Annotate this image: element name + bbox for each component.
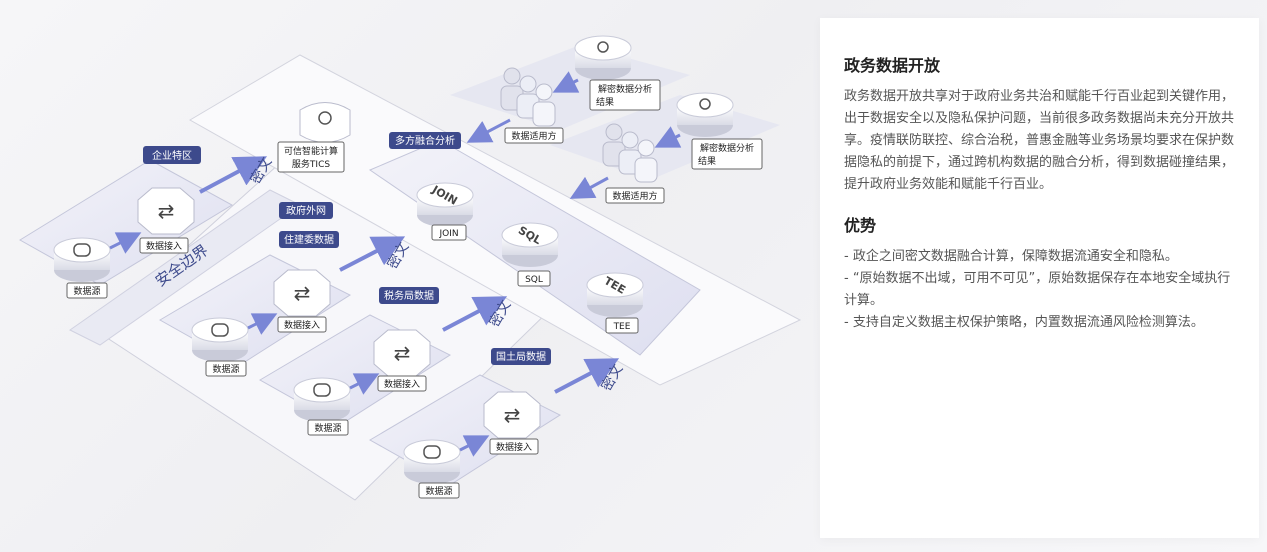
tics-shield-icon bbox=[299, 102, 351, 143]
housing-cipher-arrow bbox=[339, 236, 406, 272]
decrypt-result-tag-1 bbox=[589, 79, 661, 111]
decrypt-result-label-2a: 解密数据分析 bbox=[700, 142, 754, 154]
data-access-label: 数据接入 bbox=[146, 240, 182, 252]
enterprise-zone-label: 企业特区 bbox=[152, 149, 192, 162]
enterprise-zone-badge bbox=[143, 146, 201, 164]
join-tag bbox=[431, 224, 467, 241]
tee-tag bbox=[605, 317, 639, 334]
sql-tag bbox=[517, 270, 551, 287]
tax-flow-arrow bbox=[349, 373, 380, 395]
tics-tag bbox=[277, 141, 345, 173]
advantage-item: - “原始数据不出域，可用不可见”，原始数据保存在本地安全域执行计算。 bbox=[844, 271, 1231, 308]
gov-network-label: 政府外网 bbox=[286, 204, 326, 217]
tax-data-source-tag bbox=[307, 419, 349, 436]
flow-arrow bbox=[109, 232, 142, 254]
ciphertext-arrow bbox=[199, 156, 268, 194]
data-user-tag-2 bbox=[605, 187, 665, 204]
data-user-label-2: 数据适用方 bbox=[612, 190, 657, 202]
sql-node bbox=[501, 222, 559, 267]
decrypt-result-label-1a: 解密数据分析 bbox=[598, 83, 652, 95]
advantages-title: 优势 bbox=[844, 216, 877, 235]
decrypt-result-tag-2 bbox=[691, 138, 763, 170]
info-panel: 政务数据开放 政务数据开放共享对于政府业务共治和赋能千行百业起到关键作用，出于数… bbox=[820, 18, 1259, 538]
tax-data-source-label: 数据源 bbox=[314, 422, 341, 434]
tee-node bbox=[586, 272, 644, 317]
data-user-label: 数据适用方 bbox=[511, 130, 556, 142]
tax-label: 税务局数据 bbox=[384, 289, 434, 302]
housing-badge bbox=[279, 231, 339, 248]
join-label: JOIN bbox=[438, 229, 458, 239]
svg-text:⇄: ⇄ bbox=[394, 341, 411, 365]
housing-access-label: 数据接入 bbox=[284, 319, 320, 331]
multi-party-badge bbox=[389, 132, 461, 149]
multi-party-label: 多方融合分析 bbox=[395, 134, 455, 147]
advantage-item: - 政企之间密文数据融合计算，保障数据流通安全和隐私。 bbox=[844, 249, 1178, 264]
svg-text:⇄: ⇄ bbox=[294, 281, 311, 305]
tax-cipher-arrow bbox=[442, 296, 508, 332]
housing-access-node: ⇄ bbox=[273, 269, 331, 317]
data-source-node bbox=[53, 237, 111, 282]
data-access-tag bbox=[139, 237, 189, 254]
data-source-tag bbox=[66, 282, 108, 299]
data-access-node: ⇄ bbox=[137, 187, 195, 235]
tax-access-node: ⇄ bbox=[373, 329, 431, 377]
tax-badge bbox=[379, 287, 439, 304]
advantages-list: - 政企之间密文数据融合计算，保障数据流通安全和隐私。 - “原始数据不出域，可… bbox=[844, 246, 1237, 334]
housing-label: 住建委数据 bbox=[284, 233, 334, 246]
panel-description: 政务数据开放共享对于政府业务共治和赋能千行百业起到关键作用，出于数据安全以及隐私… bbox=[844, 89, 1235, 192]
svg-text:⇄: ⇄ bbox=[158, 199, 175, 223]
decrypt-result-label-2b: 结果 bbox=[698, 155, 716, 167]
housing-data-source-node bbox=[191, 317, 249, 362]
panel-title: 政务数据开放 bbox=[844, 56, 941, 75]
data-source-label: 数据源 bbox=[73, 285, 100, 297]
housing-flow-arrow bbox=[247, 313, 278, 335]
result-arrow-2 bbox=[654, 126, 682, 148]
architecture-diagram: 企业特区 数据源 ⇄ 数据接入 密文 安全边界 可信智能计算 服务TICS 政府… bbox=[19, 35, 802, 501]
land-access-tag bbox=[489, 438, 539, 455]
tics-label-2: 服务TICS bbox=[292, 158, 330, 170]
user-arrow-1 bbox=[466, 118, 511, 143]
tax-data-source-node bbox=[293, 377, 351, 422]
tax-access-tag bbox=[377, 375, 427, 392]
tee-label: TEE bbox=[613, 322, 631, 332]
decrypt-result-node-2 bbox=[676, 92, 734, 137]
sql-label: SQL bbox=[525, 275, 543, 285]
user-arrow-2 bbox=[569, 176, 609, 199]
land-data-source-label: 数据源 bbox=[425, 485, 452, 497]
tax-access-label: 数据接入 bbox=[384, 378, 420, 390]
svg-text:⇄: ⇄ bbox=[504, 403, 521, 427]
decrypt-result-node-1 bbox=[574, 35, 632, 80]
tics-label-1: 可信智能计算 bbox=[284, 145, 338, 157]
land-cipher-arrow bbox=[554, 358, 620, 394]
decrypt-result-label-1b: 结果 bbox=[596, 96, 614, 108]
land-access-label: 数据接入 bbox=[496, 441, 532, 453]
result-arrow-1 bbox=[552, 71, 580, 93]
data-user-group-icon bbox=[500, 67, 556, 127]
land-badge bbox=[491, 348, 551, 365]
join-node bbox=[416, 182, 474, 227]
housing-data-source-label: 数据源 bbox=[212, 363, 239, 375]
land-data-source-tag bbox=[418, 482, 460, 499]
housing-access-tag bbox=[277, 316, 327, 333]
data-user-group-icon-2 bbox=[602, 123, 658, 183]
land-access-node: ⇄ bbox=[483, 391, 541, 439]
land-label: 国土局数据 bbox=[496, 350, 546, 363]
land-flow-arrow bbox=[459, 435, 490, 457]
land-data-source-node bbox=[403, 439, 461, 484]
housing-data-source-tag bbox=[205, 360, 247, 377]
data-user-tag bbox=[504, 127, 564, 144]
gov-network-badge bbox=[279, 202, 333, 219]
advantage-item: - 支持自定义数据主权保护策略，内置数据流通风险检测算法。 bbox=[844, 315, 1204, 330]
